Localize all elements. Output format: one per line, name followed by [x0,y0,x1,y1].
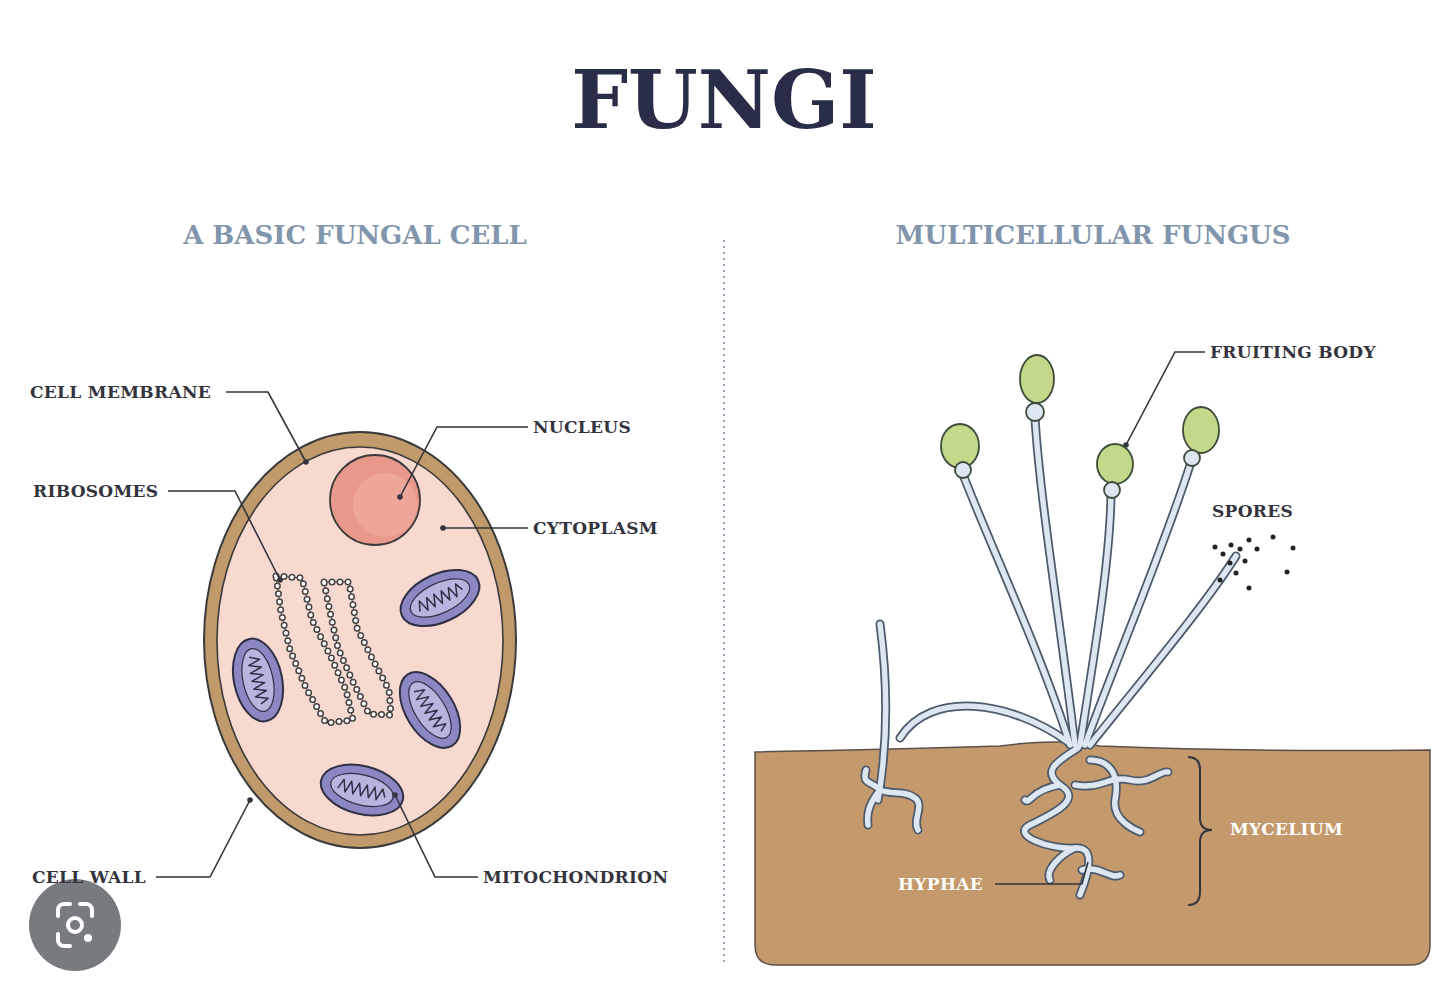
stalk [878,624,886,800]
hypha [1075,772,1168,786]
sporangium [1020,355,1054,403]
leader-line [995,862,1088,884]
spore [1291,546,1296,551]
spore [1238,547,1243,552]
leader-line [156,800,250,877]
hypha [1090,760,1140,832]
part-label: HYPHAE [898,876,983,893]
leader-dot [392,792,398,798]
spore [1229,543,1234,548]
fungal-cell [204,432,516,848]
part-label: RIBOSOMES [33,483,158,500]
cell-wall-shape [204,432,516,848]
leader-line [226,392,306,462]
ribosome-chain [324,582,391,715]
lens-icon [29,879,121,971]
spore [1247,586,1252,591]
spore [1243,559,1248,564]
sporangium [1183,407,1219,453]
hypha [1025,785,1060,801]
sporangium-collar [1026,403,1044,421]
lens-icon-frame [58,904,92,946]
soil [755,742,1430,965]
stalk [900,706,1068,742]
hypha [880,790,919,830]
ribosomes-shape [276,576,391,723]
part-label: SPORES [1212,503,1293,520]
leader-line [168,491,280,580]
leader-dot [277,577,283,583]
stalk [900,706,1068,742]
ribosome-beads [324,582,391,715]
hypha [1049,848,1075,880]
stalk [878,624,886,800]
stalk [1035,418,1075,745]
stalk [1090,556,1236,745]
spore [1221,552,1226,557]
section-heading: A BASIC FUNGAL CELL [183,222,527,248]
hypha [880,790,919,830]
sporangium [941,424,979,468]
stalk [1080,495,1111,745]
spore [1271,535,1276,540]
lens-icon-bg [29,879,121,971]
mitochondrion-shape [387,662,472,759]
mitochondrion-shape [315,757,408,824]
stalk [1085,462,1191,745]
panel-divider [723,240,725,965]
hypha [1049,848,1075,880]
ribosome-beads [276,576,353,723]
leader-line [443,527,528,529]
hypha [1082,869,1120,876]
ribosome-chain [276,576,353,723]
spore-dots [1213,535,1296,591]
mitochondrion-shape [392,558,488,637]
stalk [1090,556,1236,745]
spore [1255,547,1260,552]
leader-line [400,427,528,497]
leader-line [395,795,478,877]
part-label: NUCLEUS [533,419,631,436]
part-label: CELL WALL [32,869,146,886]
spore [1228,561,1233,566]
ribosome-beads [324,582,391,715]
hypha [1025,785,1060,801]
hyphae-outline [865,418,1236,895]
leader-dot [440,525,446,531]
cell-membrane-shape [217,447,503,835]
leader-dot [397,494,403,500]
hyphae-fill [865,418,1236,895]
hypha [1090,760,1140,832]
spore [1234,571,1239,576]
part-label: MYCELIUM [1230,821,1343,838]
mitochondrion-shape [226,634,290,726]
leader-dot [247,797,253,803]
sporangium-collar [955,462,971,478]
sporangium [1097,444,1133,484]
lens-icon-dot [84,934,92,942]
sporangium-collar [1184,450,1200,466]
hypha [1025,748,1089,895]
leader-dot [303,459,309,465]
spore [1285,570,1290,575]
section-heading: MULTICELLULAR FUNGUS [895,222,1290,248]
spore [1247,538,1252,543]
lens-icon-eye [68,918,82,932]
part-label: CELL MEMBRANE [30,384,211,401]
part-label: MITOCHONDRION [483,869,668,886]
part-label: FRUITING BODY [1210,344,1376,361]
mycelium-bracket [1188,757,1212,905]
hypha [1075,772,1168,786]
diagram-title: FUNGI [571,60,876,140]
spore [1213,545,1218,550]
sporangia [941,355,1219,498]
spore [1218,578,1223,583]
part-label: CYTOPLASM [533,520,658,537]
sporangium-collar [1104,482,1120,498]
nucleus-shape [330,455,420,545]
ribosome-beads [276,576,353,723]
